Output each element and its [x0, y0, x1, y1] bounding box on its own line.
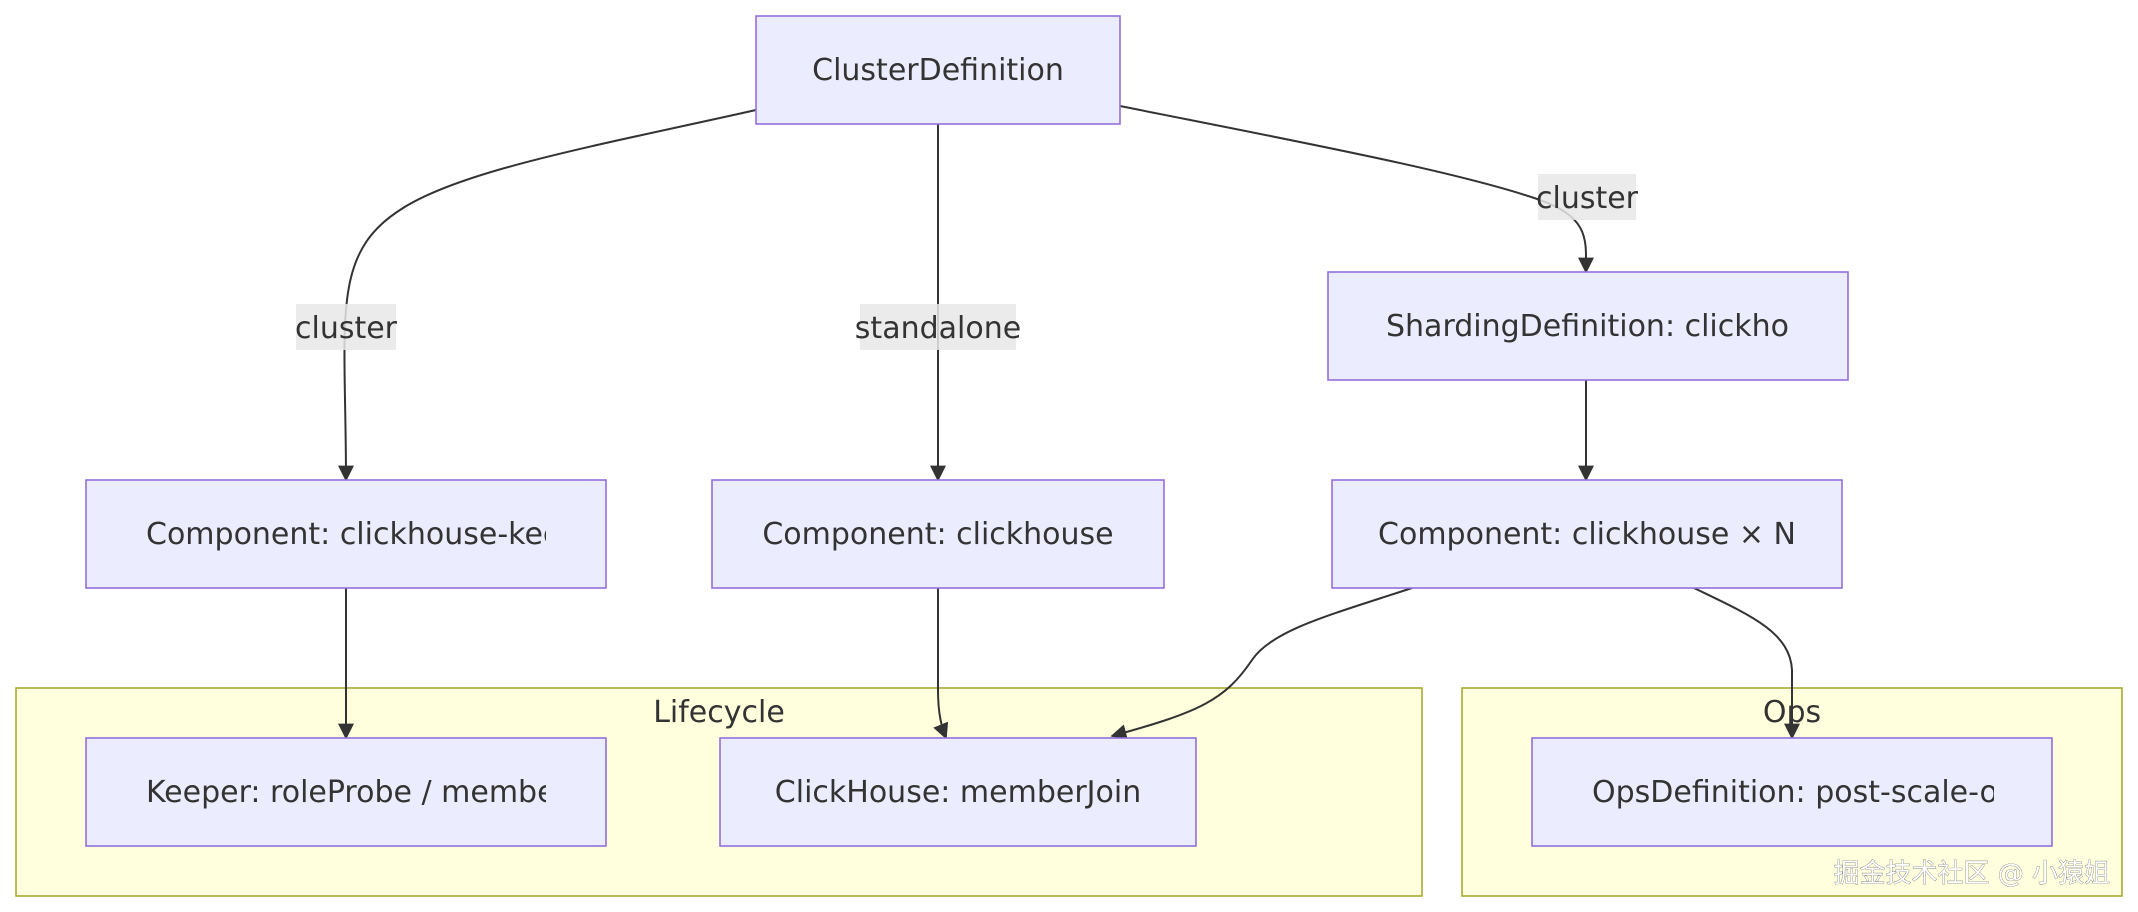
node-sharding-definition-label: ShardingDefinition: clickhou — [1386, 309, 1808, 344]
edge-label-cluster-left: cluster — [295, 304, 398, 350]
node-clickhouse-member-join[interactable]: ClickHouse: memberJoin — [719, 737, 1197, 847]
edge-component-n-to-member-join — [1110, 587, 1413, 740]
node-component-clickhouse-n[interactable]: Component: clickhouse × N — [1331, 479, 1843, 589]
watermark: 掘金技术社区 @ 小猿姐 — [1833, 859, 2110, 889]
node-keeper-lifecycle-label: Keeper: roleProbe / membe — [146, 775, 556, 810]
node-keeper-lifecycle[interactable]: Keeper: roleProbe / membe — [85, 737, 607, 847]
edge-cluster-definition-to-sharding — [1119, 105, 1595, 274]
node-component-keeper[interactable]: Component: clickhouse-keep — [85, 479, 607, 589]
node-clickhouse-member-join-label: ClickHouse: memberJoin — [775, 775, 1141, 810]
edge-label-cluster-right: cluster — [1536, 174, 1639, 220]
edge-label-standalone: standalone — [855, 304, 1021, 350]
node-sharding-definition[interactable]: ShardingDefinition: clickhou — [1327, 271, 1849, 381]
edge-clickhouse-to-member-join — [933, 588, 949, 740]
node-component-clickhouse-label: Component: clickhouse — [762, 517, 1113, 552]
edge-label-cluster-right-text: cluster — [1536, 181, 1639, 216]
node-component-clickhouse[interactable]: Component: clickhouse — [711, 479, 1165, 589]
node-ops-definition-label: OpsDefinition: post-scale-ou — [1592, 775, 2017, 810]
edge-label-cluster-left-text: cluster — [295, 311, 398, 346]
node-cluster-definition[interactable]: ClusterDefinition — [755, 15, 1121, 125]
node-cluster-definition-label: ClusterDefinition — [812, 53, 1064, 88]
group-lifecycle-title: Lifecycle — [653, 695, 785, 730]
node-ops-definition[interactable]: OpsDefinition: post-scale-ou — [1531, 737, 2053, 847]
node-component-clickhouse-n-label: Component: clickhouse × N — [1378, 517, 1796, 552]
edge-component-n-to-ops — [1693, 587, 1800, 740]
edge-label-standalone-text: standalone — [855, 311, 1021, 346]
edge-cluster-definition-to-keeper — [337, 109, 757, 482]
node-component-keeper-label: Component: clickhouse-keep — [146, 517, 580, 552]
